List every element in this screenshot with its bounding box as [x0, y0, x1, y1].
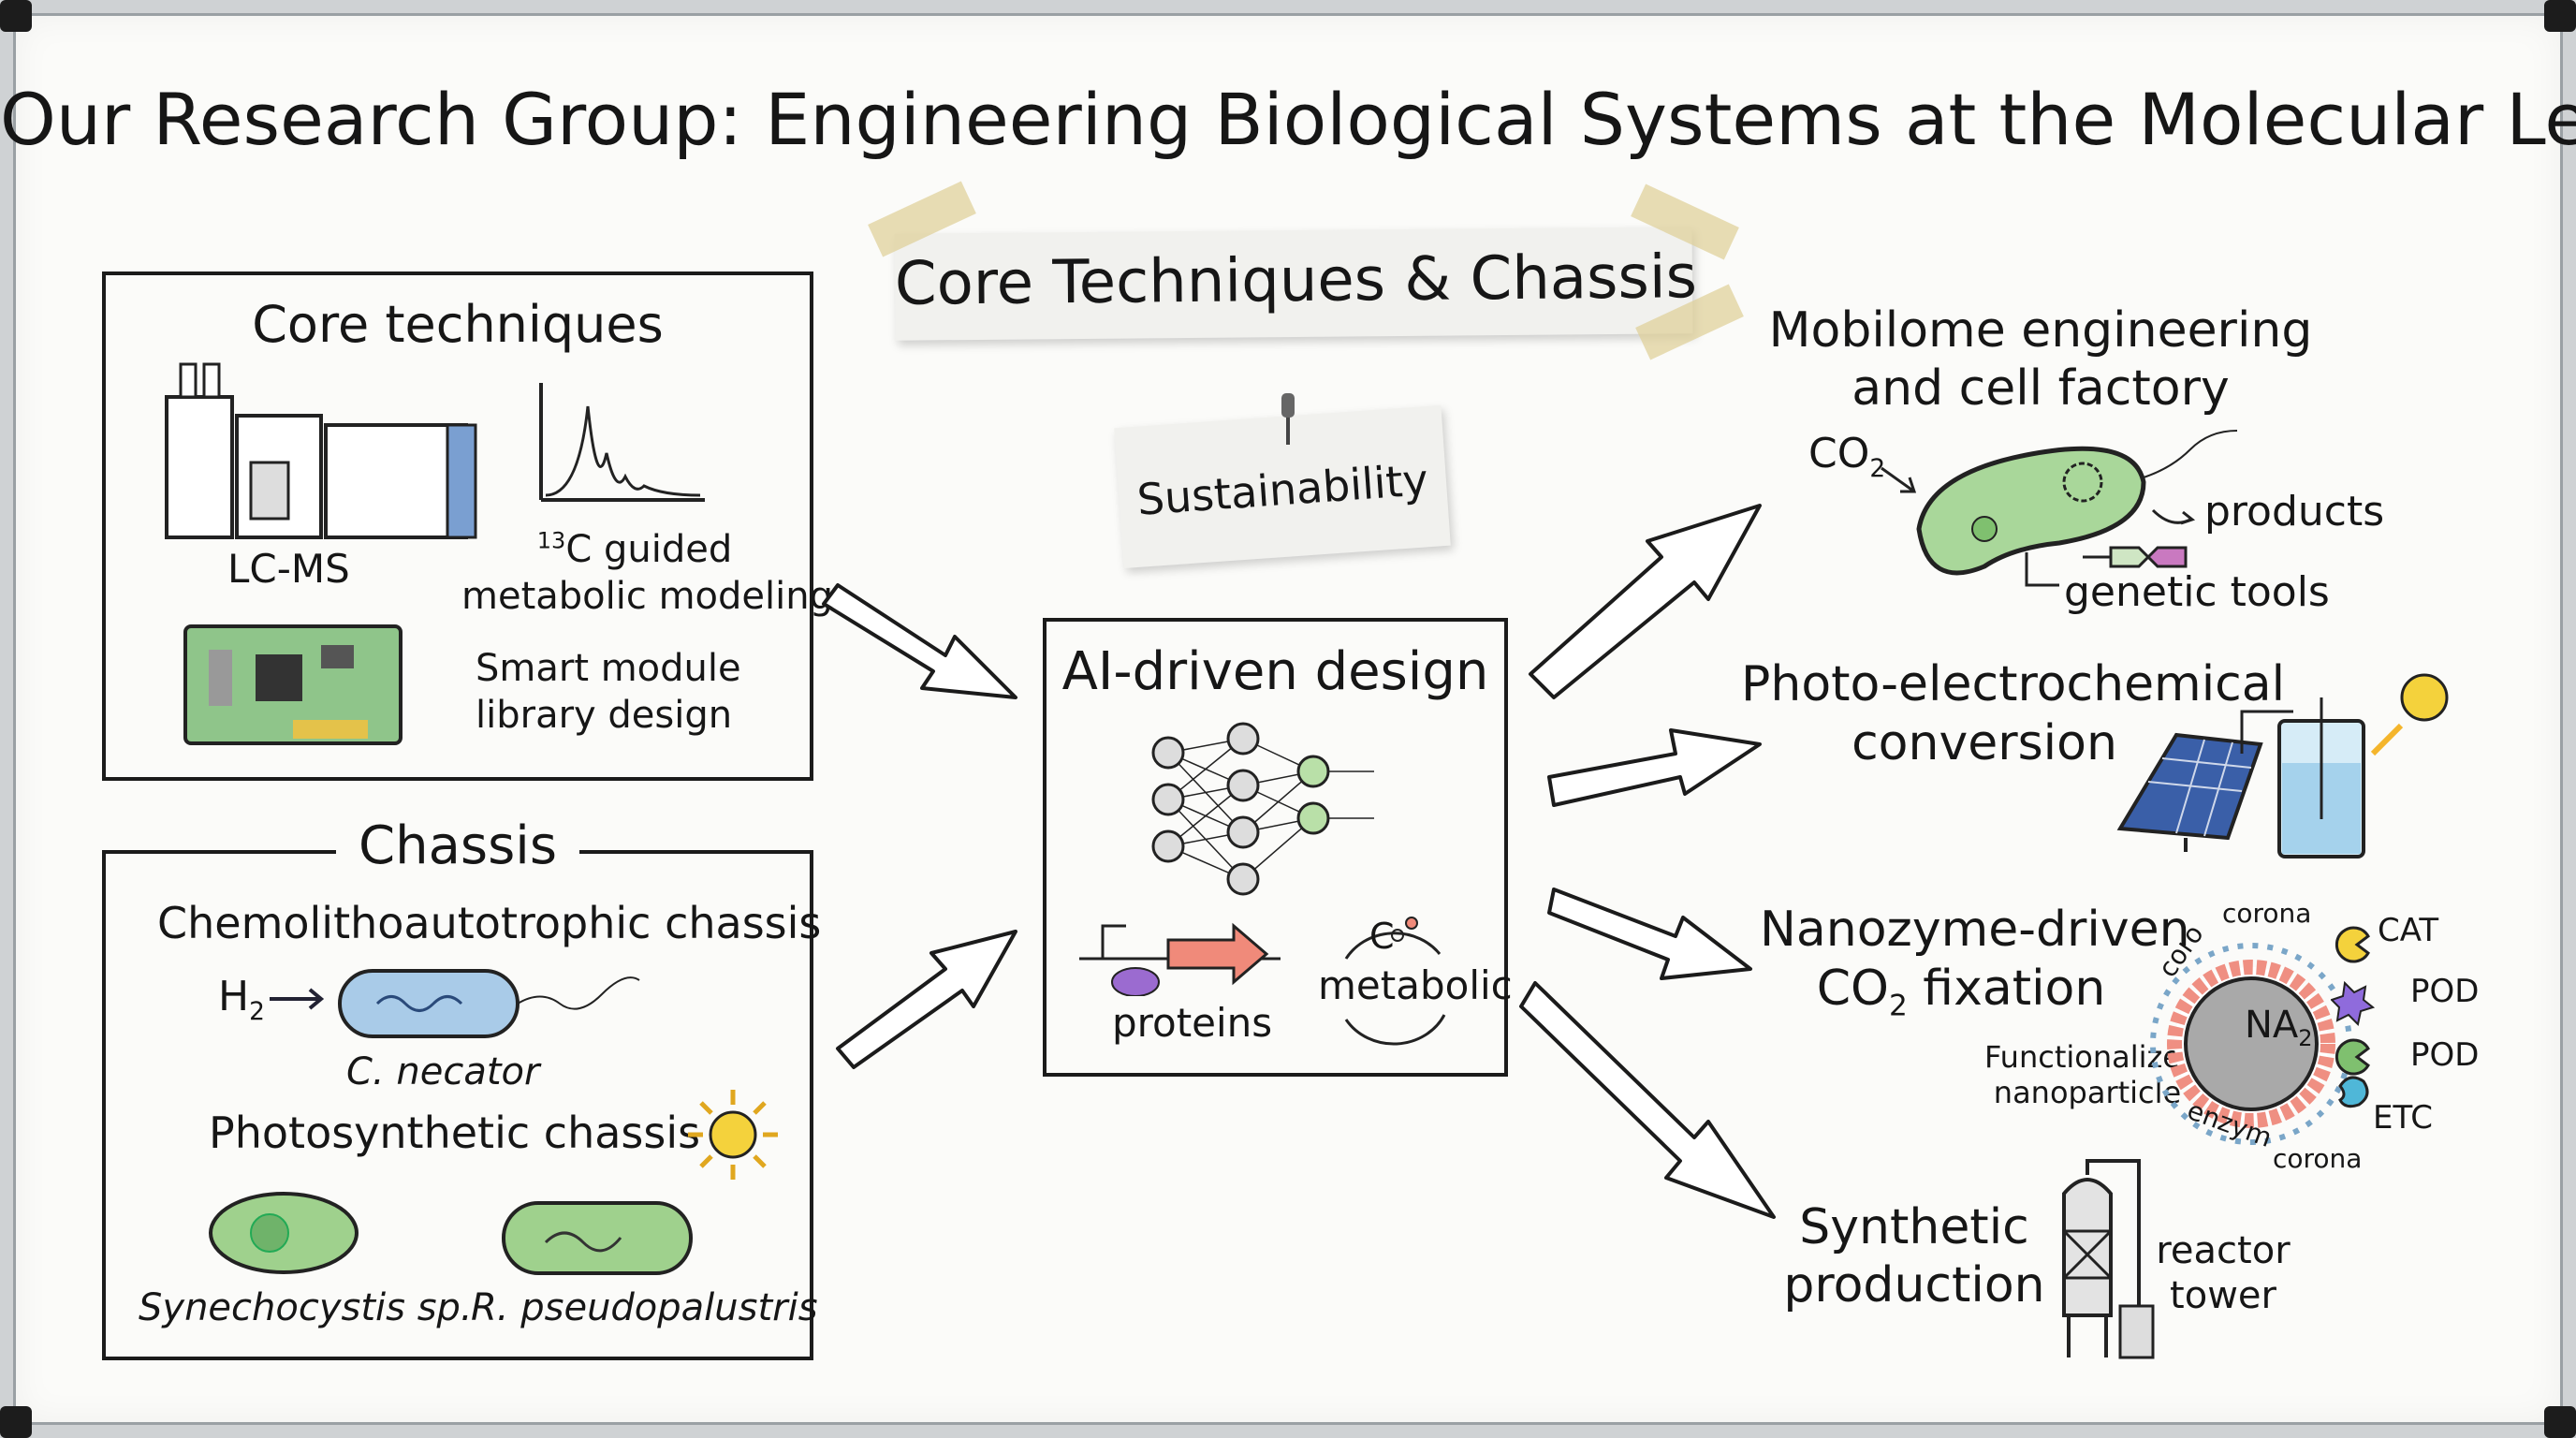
chassis-heading: Chassis — [106, 815, 810, 876]
pod-label-2: POD — [2410, 1036, 2480, 1074]
gene-construct-icon — [1079, 922, 1281, 996]
h2-label: H2 — [218, 973, 265, 1026]
pod-enzyme-icon-2 — [2334, 1038, 2370, 1076]
genetic-tools-label: genetic tools — [2064, 568, 2330, 616]
lcms-label: LC-MS — [227, 546, 350, 592]
enzyme-icons — [2331, 926, 2376, 1108]
etc-label: ETC — [2373, 1099, 2433, 1137]
page-title: Our Research Group: Engineering Biologic… — [0, 78, 2576, 161]
arrow-ai-to-nanozyme — [1547, 888, 1752, 980]
r-pseudopalustris-cell-icon — [502, 1201, 693, 1275]
solar-panel-electrolyzer-icon — [2116, 673, 2449, 858]
lcms-instrument-icon — [165, 362, 477, 539]
pod-label-1: POD — [2410, 973, 2480, 1010]
products-label: products — [2204, 488, 2385, 536]
synechocystis-label: Synechocystis sp. — [139, 1286, 473, 1329]
cat-enzyme-icon — [2334, 926, 2370, 963]
c-necator-cell-icon — [270, 969, 640, 1038]
etc-enzyme-icon — [2338, 1076, 2369, 1108]
metabolic-cycle-icon — [1344, 917, 1446, 1046]
cat-label: CAT — [2378, 912, 2439, 949]
sun-icon — [688, 1090, 778, 1180]
board-corner — [2544, 1406, 2576, 1438]
circuit-board-icon — [183, 624, 402, 745]
corona-label-top: corona — [2222, 898, 2312, 929]
proteins-label: proteins — [1112, 1000, 1273, 1046]
r-pseudopalustris-label: R. pseudopalustris — [471, 1286, 818, 1329]
co2-input-label: CO2 — [1808, 430, 1886, 483]
reactor-tower-icon — [2062, 1159, 2155, 1359]
pushpin-icon — [1281, 393, 1295, 445]
chassis-panel: Chassis Chemolithoautotrophic chassis H2… — [102, 815, 821, 1360]
cell-factory-bacterium-icon — [1881, 430, 2238, 587]
core-techniques-heading: Core techniques — [252, 295, 664, 354]
board-corner — [0, 0, 32, 32]
ai-driven-design-panel: AI-driven design proteins C metabolic — [1043, 618, 1513, 1077]
ai-design-heading: AI-driven design — [1061, 641, 1489, 702]
c-necator-label: C. necator — [346, 1050, 540, 1093]
board-corner — [2544, 0, 2576, 32]
pod-enzyme-icon — [2331, 980, 2376, 1027]
metabolic-label: metabolic — [1318, 962, 1513, 1008]
chromatogram-icon — [539, 383, 705, 502]
photosynthetic-label: Photosynthetic chassis — [209, 1108, 701, 1158]
nanoparticle-icon — [2150, 943, 2352, 1145]
nanoparticle-core-label: NA2 — [2245, 1004, 2313, 1051]
arrow-ai-to-photo — [1547, 728, 1762, 807]
arrow-core-to-ai — [822, 583, 1017, 699]
board-corner — [0, 1406, 32, 1438]
chemolithoautotrophic-label: Chemolithoautotrophic chassis — [157, 898, 822, 948]
arrow-ai-to-mobilome — [1529, 504, 1762, 699]
arrow-chassis-to-ai — [836, 930, 1017, 1069]
neural-network-icon — [1151, 722, 1374, 896]
arrow-ai-to-synthetic — [1519, 981, 1776, 1219]
corona-label-bottom: corona — [2273, 1143, 2363, 1174]
synechocystis-cell-icon — [209, 1192, 359, 1274]
